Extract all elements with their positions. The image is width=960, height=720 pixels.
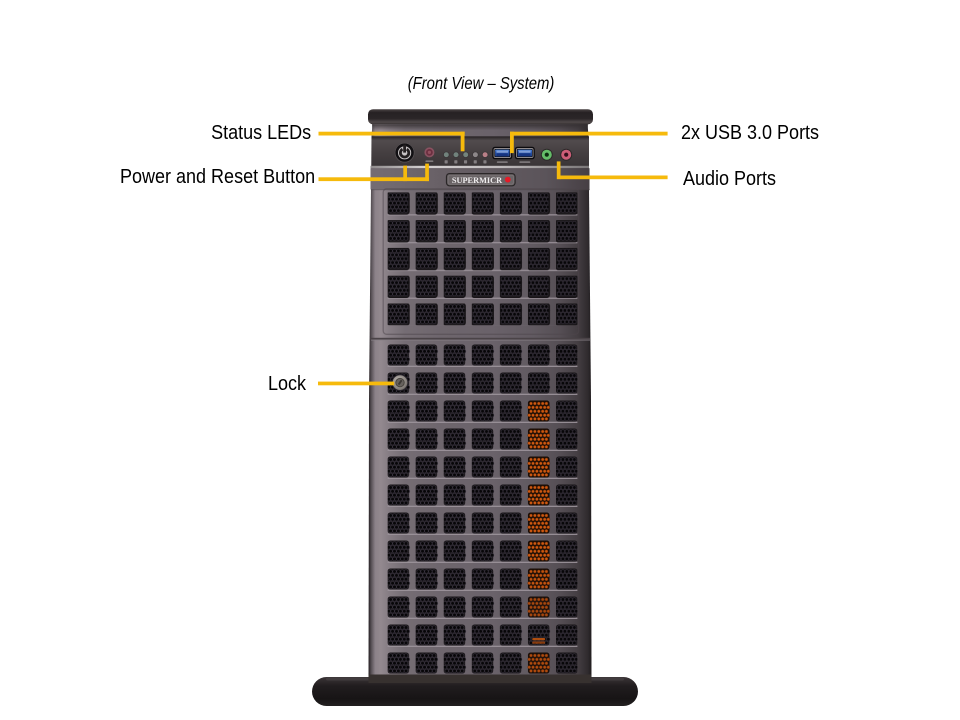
svg-text:SUPERMICR: SUPERMICR <box>452 176 503 185</box>
